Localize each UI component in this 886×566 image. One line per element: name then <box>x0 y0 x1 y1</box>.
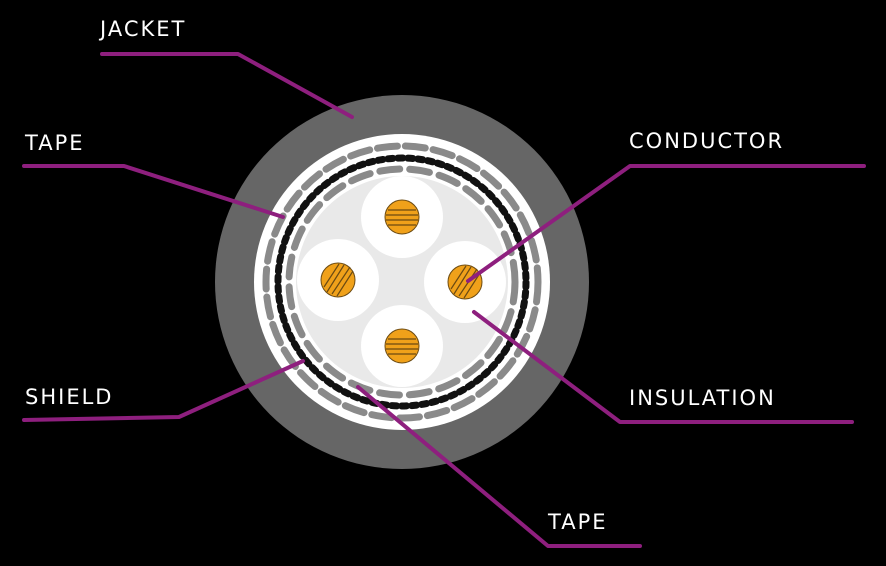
leader-line-insulation <box>472 310 854 424</box>
filler-core <box>296 176 508 388</box>
leader-line-tape-bottom <box>356 385 642 548</box>
conductor-strands-left <box>323 263 354 297</box>
label-shield: SHIELD <box>25 385 113 409</box>
conductor-strands-top <box>386 209 418 226</box>
conductor-pair-left <box>297 239 379 321</box>
outer-tape-dashes <box>262 142 542 422</box>
shield-layer <box>274 154 530 410</box>
label-conductor: CONDUCTOR <box>629 129 784 153</box>
label-jacket: JACKET <box>98 17 186 41</box>
conductor-strands-bottom <box>386 338 418 355</box>
label-tape-bottom: TAPE <box>547 510 608 534</box>
conductor-pair-top <box>361 176 443 258</box>
label-tape-left: TAPE <box>24 131 85 155</box>
conductor-bottom <box>384 328 420 364</box>
leader-line-jacket <box>100 52 354 119</box>
label-insulation: INSULATION <box>629 386 776 410</box>
leader-line-shield <box>22 359 305 422</box>
conductor-top <box>384 199 420 235</box>
leader-line-conductor <box>466 164 866 283</box>
leader-line-tape-left <box>22 164 285 219</box>
inner-tape-dashes <box>285 165 519 399</box>
conductor-pair-right <box>424 241 506 323</box>
conductor-pair-bottom <box>361 305 443 387</box>
